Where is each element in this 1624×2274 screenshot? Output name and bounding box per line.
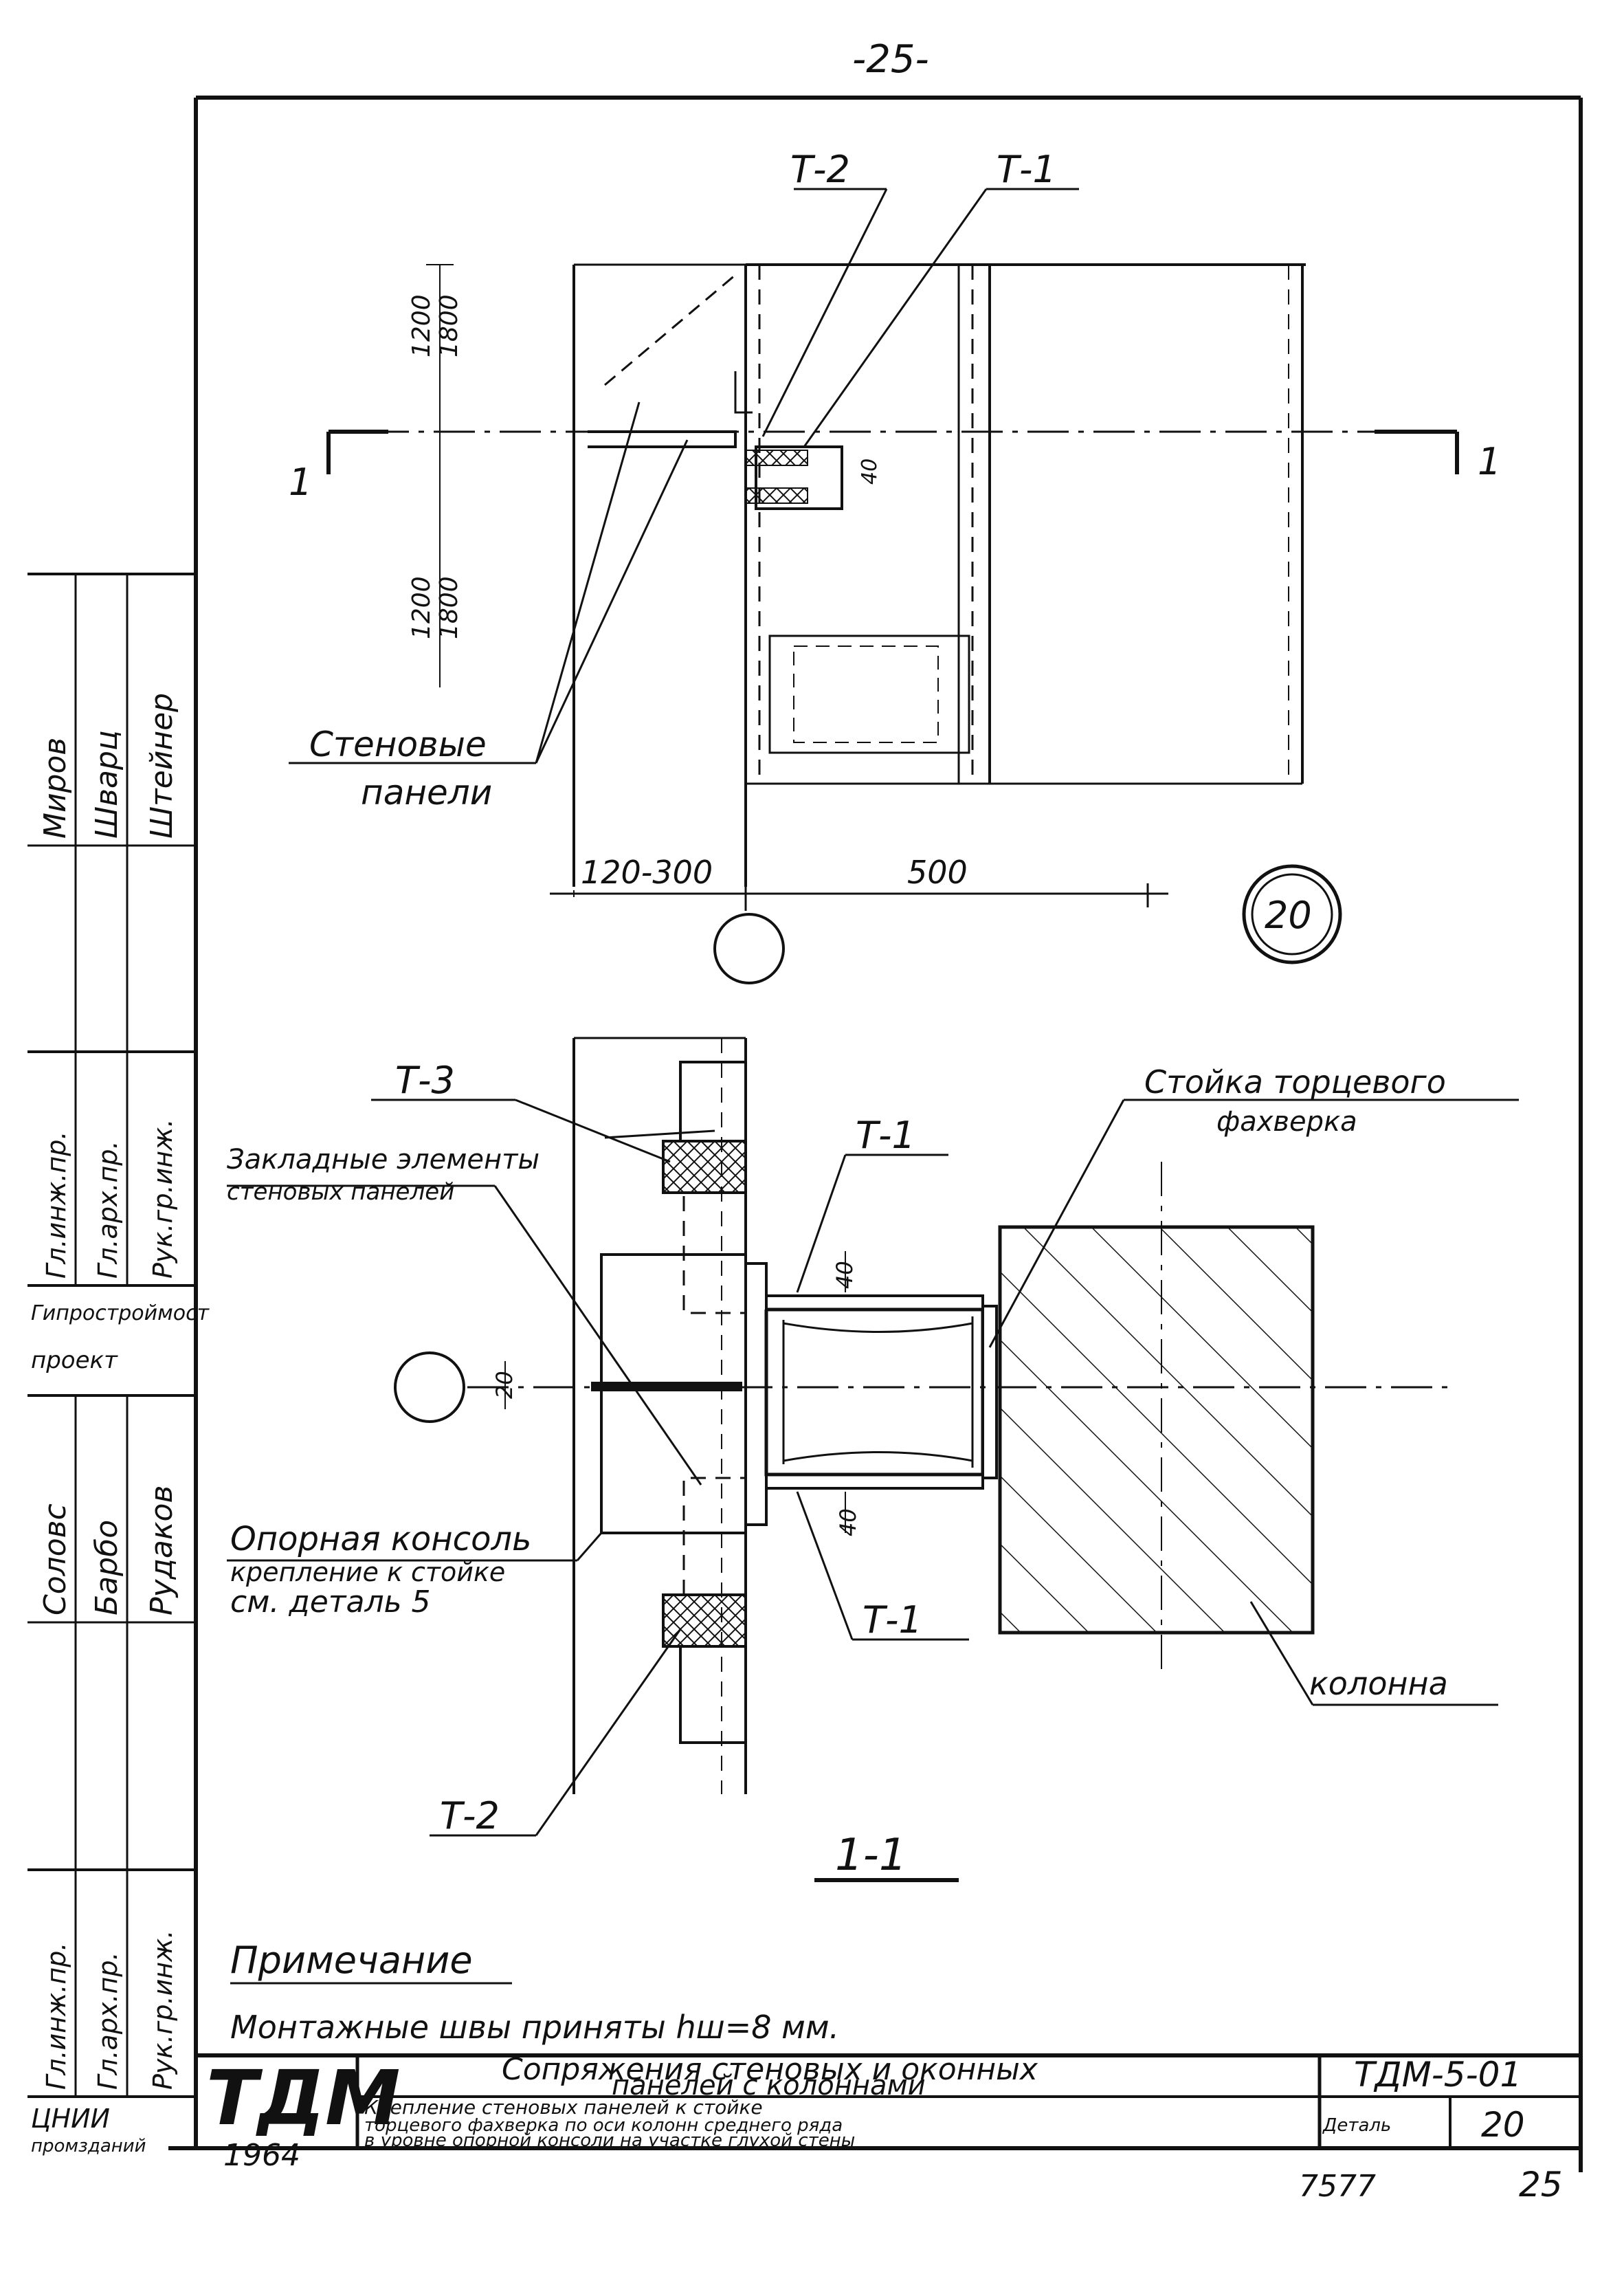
svg-text:1200: 1200: [408, 294, 436, 357]
callout-t1-top: Т-1: [997, 148, 1056, 191]
section-leaders: [227, 1099, 1519, 1882]
stamp-role-5: Гл.арх.пр.: [93, 1952, 123, 2090]
svg-text:1: 1: [289, 461, 312, 504]
stamp-name-4: Соловс: [38, 1503, 73, 1615]
callout-t2-section: Т-2: [440, 1794, 500, 1837]
detail-number-circle: 20: [1242, 864, 1342, 964]
footer-sheet-code: 7577: [1299, 2169, 1376, 2204]
title-line-1: Сопряжения стеновых и оконных: [502, 2052, 1038, 2087]
logo-tdm: ТДМ: [206, 2054, 400, 2142]
dim-40-top-view: 40: [858, 459, 882, 485]
stamp-org-1: Гипростроймост: [31, 1301, 210, 1325]
stamp-role-3: Рук.гр.инж.: [148, 1119, 178, 1279]
support-console-1: Опорная консоль: [230, 1520, 531, 1558]
stamp-name-6: Рудаков: [144, 1486, 179, 1615]
embedded-elements-2: стеновых панелей: [227, 1178, 454, 1206]
end-post-1: Стойка торцевого: [1144, 1063, 1446, 1101]
stamp-role-6: Рук.гр.инж.: [148, 1930, 178, 2090]
svg-text:1800: 1800: [435, 294, 463, 357]
callout-t3: Т-3: [395, 1059, 455, 1102]
footer-page: 25: [1519, 2165, 1563, 2205]
top-view: [289, 188, 1423, 984]
left-stamp: Миров Шварц Штейнер Гл.инж.пр. Гл.арх.пр…: [27, 573, 210, 2156]
dim-40-lower: 40: [835, 1508, 861, 1536]
svg-text:1200: 1200: [408, 576, 436, 639]
column-label: колонна: [1309, 1665, 1448, 1702]
stamp-name-5: Барбо: [89, 1520, 124, 1615]
svg-text:20: 20: [1265, 894, 1312, 937]
subtitle-line-3: в уровне опорной консоли на участке глух…: [364, 2130, 855, 2151]
embedded-elements-1: Закладные элементы: [227, 1144, 540, 1175]
label-wall-panels-1: Стеновые: [309, 725, 487, 764]
title-detail-label: Деталь: [1322, 2115, 1391, 2136]
dim-40-upper: 40: [832, 1261, 858, 1289]
title-code: ТДМ-5-01: [1354, 2055, 1522, 2095]
dim-20: 20: [491, 1371, 518, 1399]
page-number-top: -25-: [852, 37, 929, 82]
sheet-frame: [168, 96, 1583, 2172]
label-wall-panels-2: панели: [361, 773, 492, 813]
title-year: 1964: [223, 2138, 300, 2173]
stamp-org-bottom-2: промзданий: [31, 2136, 146, 2156]
stamp-name-1: Миров: [38, 738, 73, 839]
section-label: 1-1: [835, 1830, 907, 1881]
callout-t2-top: Т-2: [790, 148, 850, 191]
support-console-3: см. деталь 5: [230, 1585, 430, 1620]
end-post-2: фахверка: [1216, 1106, 1357, 1138]
dim-lower: 1200 1800: [408, 576, 463, 639]
note: Примечание Монтажные швы приняты hш=8 мм…: [230, 1939, 839, 2046]
column: [998, 1225, 1315, 1635]
subtitle-line-1: Крепление стеновых панелей к стойке: [364, 2096, 763, 2119]
callout-t1-lower: Т-1: [863, 1598, 922, 1642]
svg-text:1800: 1800: [435, 576, 463, 639]
title-line-2: панелей с колоннами: [612, 2070, 926, 2101]
dim-width-left: 120-300: [581, 854, 713, 891]
subtitle-line-2: торцевого фахверка по оси колонн среднег…: [364, 2115, 843, 2136]
section-view: [394, 1037, 1450, 1794]
note-title: Примечание: [230, 1939, 473, 1982]
stamp-role-4: Гл.инж.пр.: [41, 1943, 71, 2090]
title-detail-value: 20: [1481, 2105, 1525, 2145]
stamp-role-1: Гл.инж.пр.: [41, 1132, 71, 1279]
section-mark-right: 1: [1375, 430, 1501, 483]
title-block: ТДМ 1964 Сопряжения стеновых и оконных п…: [196, 2052, 1581, 2173]
stamp-org-bottom-1: ЦНИИ: [31, 2104, 110, 2134]
note-text: Монтажные швы приняты hш=8 мм.: [230, 2009, 839, 2046]
section-mark-left: 1: [289, 430, 388, 504]
stamp-role-2: Гл.арх.пр.: [93, 1140, 123, 1279]
support-console-2: крепление к стойке: [230, 1557, 505, 1587]
stamp-name-3: Штейнер: [144, 693, 179, 839]
stamp-name-2: Шварц: [89, 730, 124, 839]
dim-width-right: 500: [907, 854, 968, 891]
callout-t1-upper: Т-1: [856, 1114, 915, 1157]
dim-upper: 1200 1800: [408, 294, 463, 357]
svg-text:1: 1: [1478, 440, 1501, 483]
stamp-org-2: проект: [31, 1347, 118, 1374]
